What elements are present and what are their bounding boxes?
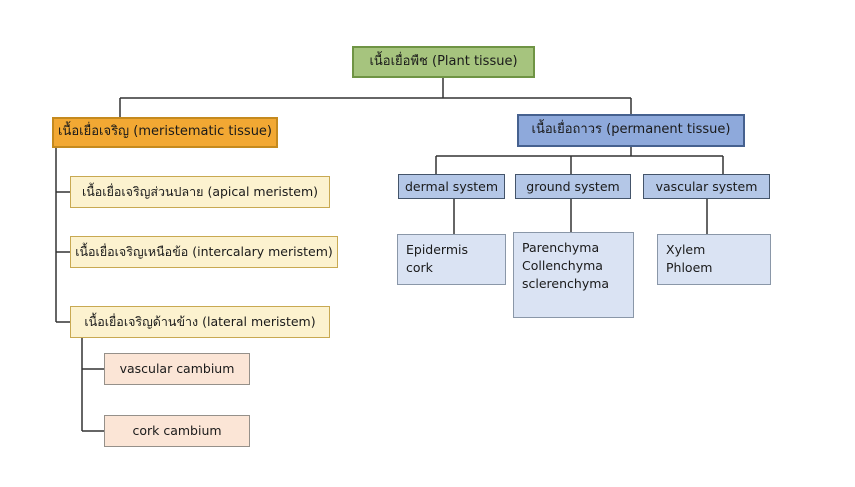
node-apical-meristem: เนื้อเยื่อเจริญส่วนปลาย (apical meristem… — [70, 176, 330, 208]
node-apical-meristem-label: เนื้อเยื่อเจริญส่วนปลาย (apical meristem… — [81, 184, 319, 200]
node-ground-content: Parenchyma Collenchyma sclerenchyma — [513, 232, 634, 318]
dermal-content-lines: Epidermis cork — [406, 241, 468, 277]
vascular-content-line-1: Xylem — [666, 242, 706, 257]
node-permanent-tissue: เนื้อเยื่อถาวร (permanent tissue) — [517, 114, 745, 147]
vascular-content-lines: Xylem Phloem — [666, 241, 712, 277]
node-cork-cambium: cork cambium — [104, 415, 250, 447]
node-intercalary-meristem: เนื้อเยื่อเจริญเหนือข้อ (intercalary mer… — [70, 236, 338, 268]
ground-content-line-1: Parenchyma — [522, 240, 600, 255]
node-dermal-system: dermal system — [398, 174, 505, 199]
node-meristematic-tissue: เนื้อเยื่อเจริญ (meristematic tissue) — [52, 117, 278, 148]
node-ground-system-label: ground system — [526, 178, 620, 194]
node-cork-cambium-label: cork cambium — [132, 423, 222, 439]
vascular-content-line-2: Phloem — [666, 260, 713, 276]
node-vascular-cambium: vascular cambium — [104, 353, 250, 385]
dermal-content-line-1: Epidermis — [406, 242, 469, 257]
node-plant-tissue-label: เนื้อเยื่อพืช (Plant tissue) — [369, 53, 518, 69]
node-lateral-meristem-label: เนื้อเยื่อเจริญด้านข้าง (lateral meriste… — [84, 314, 316, 330]
dermal-content-line-2: cork — [406, 260, 433, 276]
node-permanent-tissue-label: เนื้อเยื่อถาวร (permanent tissue) — [531, 122, 731, 138]
node-vascular-system: vascular system — [643, 174, 770, 199]
node-vascular-system-label: vascular system — [655, 178, 758, 194]
node-dermal-content: Epidermis cork — [397, 234, 506, 285]
node-dermal-system-label: dermal system — [404, 178, 499, 194]
node-intercalary-meristem-label: เนื้อเยื่อเจริญเหนือข้อ (intercalary mer… — [75, 244, 333, 260]
node-plant-tissue: เนื้อเยื่อพืช (Plant tissue) — [352, 46, 535, 78]
node-vascular-cambium-label: vascular cambium — [119, 361, 235, 377]
ground-content-line-2: Collenchyma — [522, 258, 603, 274]
node-lateral-meristem: เนื้อเยื่อเจริญด้านข้าง (lateral meriste… — [70, 306, 330, 338]
node-ground-system: ground system — [515, 174, 631, 199]
ground-content-lines: Parenchyma Collenchyma sclerenchyma — [522, 239, 609, 293]
node-meristematic-tissue-label: เนื้อเยื่อเจริญ (meristematic tissue) — [58, 124, 272, 140]
ground-content-line-3: sclerenchyma — [522, 276, 610, 292]
node-vascular-content: Xylem Phloem — [657, 234, 771, 285]
